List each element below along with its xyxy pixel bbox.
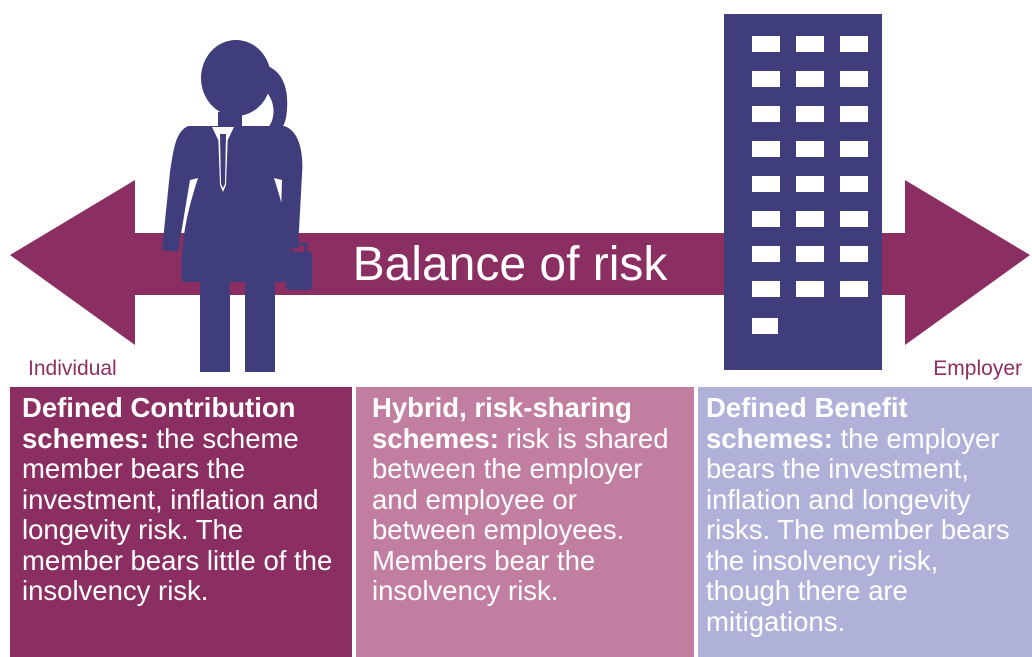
building-window <box>796 71 824 87</box>
building-window <box>752 71 780 87</box>
building-window <box>796 281 824 297</box>
building-window <box>840 141 868 157</box>
building-window <box>840 71 868 87</box>
building-window <box>840 246 868 262</box>
building-window <box>840 281 868 297</box>
building-window <box>796 211 824 227</box>
double-arrow <box>10 180 1030 345</box>
building-window <box>752 211 780 227</box>
shirt-and-tie <box>212 127 234 192</box>
building-window <box>840 211 868 227</box>
building-window <box>840 106 868 122</box>
office-building-icon <box>724 14 882 370</box>
diagram-title: Balance of risk <box>353 238 669 291</box>
panel-body: the scheme member bears the investment, … <box>22 422 333 606</box>
defined-contribution-panel: Defined Contribution schemes: the scheme… <box>10 387 352 657</box>
building-window <box>752 246 780 262</box>
building-window <box>752 281 780 297</box>
businesswoman-icon <box>162 40 312 372</box>
panel-heading: Hybrid, risk-sharing schemes: <box>372 392 632 454</box>
employer-label: Employer <box>933 357 1022 380</box>
building-window <box>840 176 868 192</box>
building-window <box>796 246 824 262</box>
building-window <box>796 36 824 52</box>
panel-heading: Defined Contribution schemes: <box>22 392 296 454</box>
defined-benefit-panel: Defined Benefit schemes: the employer be… <box>698 387 1032 657</box>
hybrid-panel: Hybrid, risk-sharing schemes: risk is sh… <box>356 387 694 657</box>
panel-heading: Defined Benefit schemes: <box>706 392 908 454</box>
individual-label: Individual <box>28 357 117 380</box>
building-window <box>840 36 868 52</box>
building-window <box>752 36 780 52</box>
building-window <box>752 141 780 157</box>
building-window <box>796 106 824 122</box>
panel-body: risk is shared between the employer and … <box>372 422 669 606</box>
building-window <box>752 176 780 192</box>
building-window <box>796 176 824 192</box>
building-window <box>796 141 824 157</box>
building-window <box>752 106 780 122</box>
panel-body: the employer bears the investment, infla… <box>706 422 1010 637</box>
